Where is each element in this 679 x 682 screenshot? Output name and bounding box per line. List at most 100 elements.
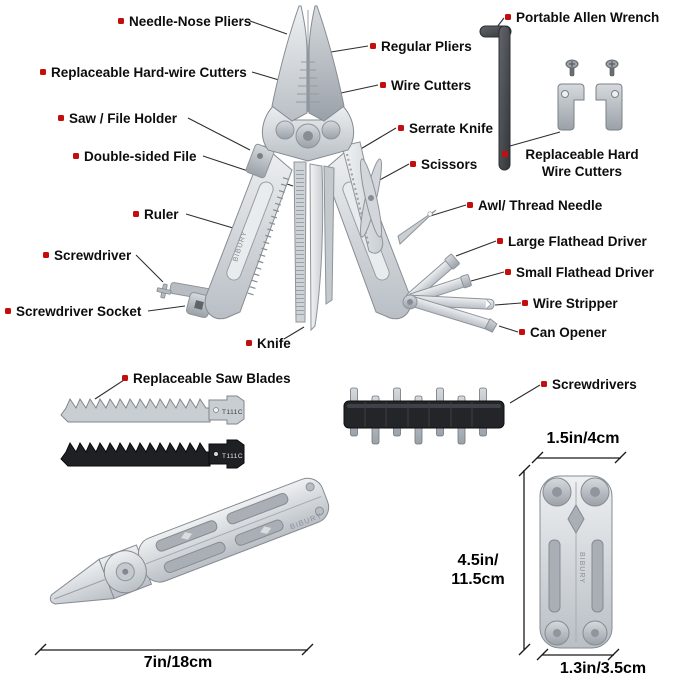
dim-thickness: 1.3in/3.5cm: [559, 660, 647, 677]
callout-label-line2: Wire Cutters: [541, 163, 623, 179]
callout-label: Saw / File Holder: [69, 111, 178, 126]
callout-replaceable-hardwire-cutters: Replaceable Hard-wire Cutters: [40, 65, 247, 81]
ruler-marks: [247, 177, 289, 297]
callout-replaceable-hard-wire-cutters: Replaceable Hard Wire Cutters: [502, 147, 651, 181]
callout-label: Wire Stripper: [533, 296, 618, 311]
scissors-illustration: [360, 158, 382, 238]
red-dot-marker: [380, 82, 386, 88]
double-sided-file-illustration: [293, 161, 307, 323]
callout-label: Needle-Nose Pliers: [129, 14, 252, 29]
callout-ruler: Ruler: [133, 207, 179, 223]
red-dot-marker: [73, 153, 79, 159]
callout-scissors: Scissors: [410, 157, 477, 173]
red-dot-marker: [467, 202, 473, 208]
multitool-folded-vertical-illustration: BIBURY: [539, 475, 613, 649]
callout-label: Screwdrivers: [552, 377, 637, 392]
callout-label: Knife: [257, 336, 291, 351]
red-dot-marker: [398, 125, 404, 131]
saw-file-holder-clamp: [245, 143, 275, 179]
callout-needle-nose-pliers: Needle-Nose Pliers: [118, 14, 251, 30]
screwdriver-bits-illustration: [343, 387, 505, 445]
callout-label: Awl/ Thread Needle: [478, 198, 603, 213]
callout-regular-pliers: Regular Pliers: [370, 39, 472, 55]
dim-folded-length: 7in/18cm: [143, 654, 213, 671]
red-dot-marker: [118, 18, 124, 24]
callout-label: Wire Cutters: [391, 78, 472, 93]
red-dot-marker: [519, 329, 525, 335]
callout-saw-file-holder: Saw / File Holder: [58, 111, 177, 127]
callout-label: Small Flathead Driver: [516, 265, 655, 280]
callout-double-sided-file: Double-sided File: [73, 149, 197, 165]
brand-text: BIBURY: [578, 552, 585, 584]
callout-awl-thread-needle: Awl/ Thread Needle: [467, 198, 602, 214]
callout-label-line1: Replaceable Hard: [525, 147, 639, 162]
callout-label: Scissors: [421, 157, 478, 172]
callout-label: Screwdriver Socket: [16, 304, 142, 319]
red-dot-marker: [122, 375, 128, 381]
screw-icon: [565, 59, 579, 77]
callout-serrate-knife: Serrate Knife: [398, 121, 493, 137]
leader-lines: [94, 17, 561, 404]
callout-label: Regular Pliers: [381, 39, 472, 54]
cutter-piece: [595, 83, 623, 131]
allen-wrench-illustration: [479, 25, 512, 171]
callout-small-flathead-driver: Small Flathead Driver: [505, 265, 654, 281]
callout-label: Replaceable Saw Blades: [133, 371, 291, 386]
callout-label: Replaceable Hard-wire Cutters: [51, 65, 247, 80]
callout-screwdriver: Screwdriver: [43, 248, 131, 264]
callout-label: Portable Allen Wrench: [516, 10, 660, 25]
callout-label: Can Opener: [530, 325, 607, 340]
pivot-head: [261, 103, 355, 162]
red-dot-marker: [505, 269, 511, 275]
callout-label: Replaceable Hard Wire Cutters: [513, 147, 651, 181]
blade-code-text: T111C: [222, 409, 243, 416]
needle-nose-jaws: [271, 5, 345, 122]
callout-screwdriver-socket: Screwdriver Socket: [5, 304, 141, 320]
red-dot-marker: [505, 14, 511, 20]
red-dot-marker: [370, 43, 376, 49]
serrate-knife-illustration: [341, 141, 384, 254]
callout-wire-stripper: Wire Stripper: [522, 296, 618, 312]
red-dot-marker: [541, 381, 547, 387]
red-dot-marker: [40, 69, 46, 75]
saw-blades-illustration: T111C T111C: [60, 395, 245, 469]
cutter-piece: [557, 83, 585, 131]
dim-height: 4.5in/ 11.5cm: [438, 551, 518, 589]
red-dot-marker: [58, 115, 64, 121]
multitool-open-illustration: BIBURY: [156, 5, 498, 333]
callout-label: Ruler: [144, 207, 179, 222]
callout-can-opener: Can Opener: [519, 325, 607, 341]
left-handle: BIBURY: [204, 143, 293, 320]
multitool-folded-illustration: BIBURY: [49, 477, 330, 605]
callout-label: Screwdriver: [54, 248, 132, 263]
screw-icon: [605, 59, 619, 77]
callout-label: Serrate Knife: [409, 121, 494, 136]
red-dot-marker: [133, 211, 139, 217]
flat-tool-bar: [323, 165, 335, 305]
callout-large-flathead-driver: Large Flathead Driver: [497, 234, 647, 250]
red-dot-marker: [522, 300, 528, 306]
callout-knife: Knife: [246, 336, 291, 352]
red-dot-marker: [497, 238, 503, 244]
dim-height-line1: 4.5in/: [457, 552, 499, 569]
callout-label: Large Flathead Driver: [508, 234, 647, 249]
dimension-lines: [34, 451, 627, 661]
callout-screwdrivers: Screwdrivers: [541, 377, 637, 393]
knife-blade-illustration: [309, 163, 324, 332]
dim-height-line2: 11.5cm: [451, 571, 505, 589]
fan-tools: [402, 253, 498, 333]
red-dot-marker: [410, 161, 416, 167]
red-dot-marker: [43, 252, 49, 258]
red-dot-marker: [246, 340, 252, 346]
red-dot-marker: [5, 308, 11, 314]
callout-wire-cutters: Wire Cutters: [380, 78, 471, 94]
callout-label: Double-sided File: [84, 149, 197, 164]
callout-portable-allen-wrench: Portable Allen Wrench: [505, 10, 659, 26]
hard-wire-cutter-pieces: [557, 59, 623, 131]
jaw-serrations: [296, 61, 320, 103]
blade-code-text: T111C: [222, 453, 243, 460]
callout-replaceable-saw-blades: Replaceable Saw Blades: [122, 371, 291, 387]
awl-illustration: [397, 209, 437, 245]
